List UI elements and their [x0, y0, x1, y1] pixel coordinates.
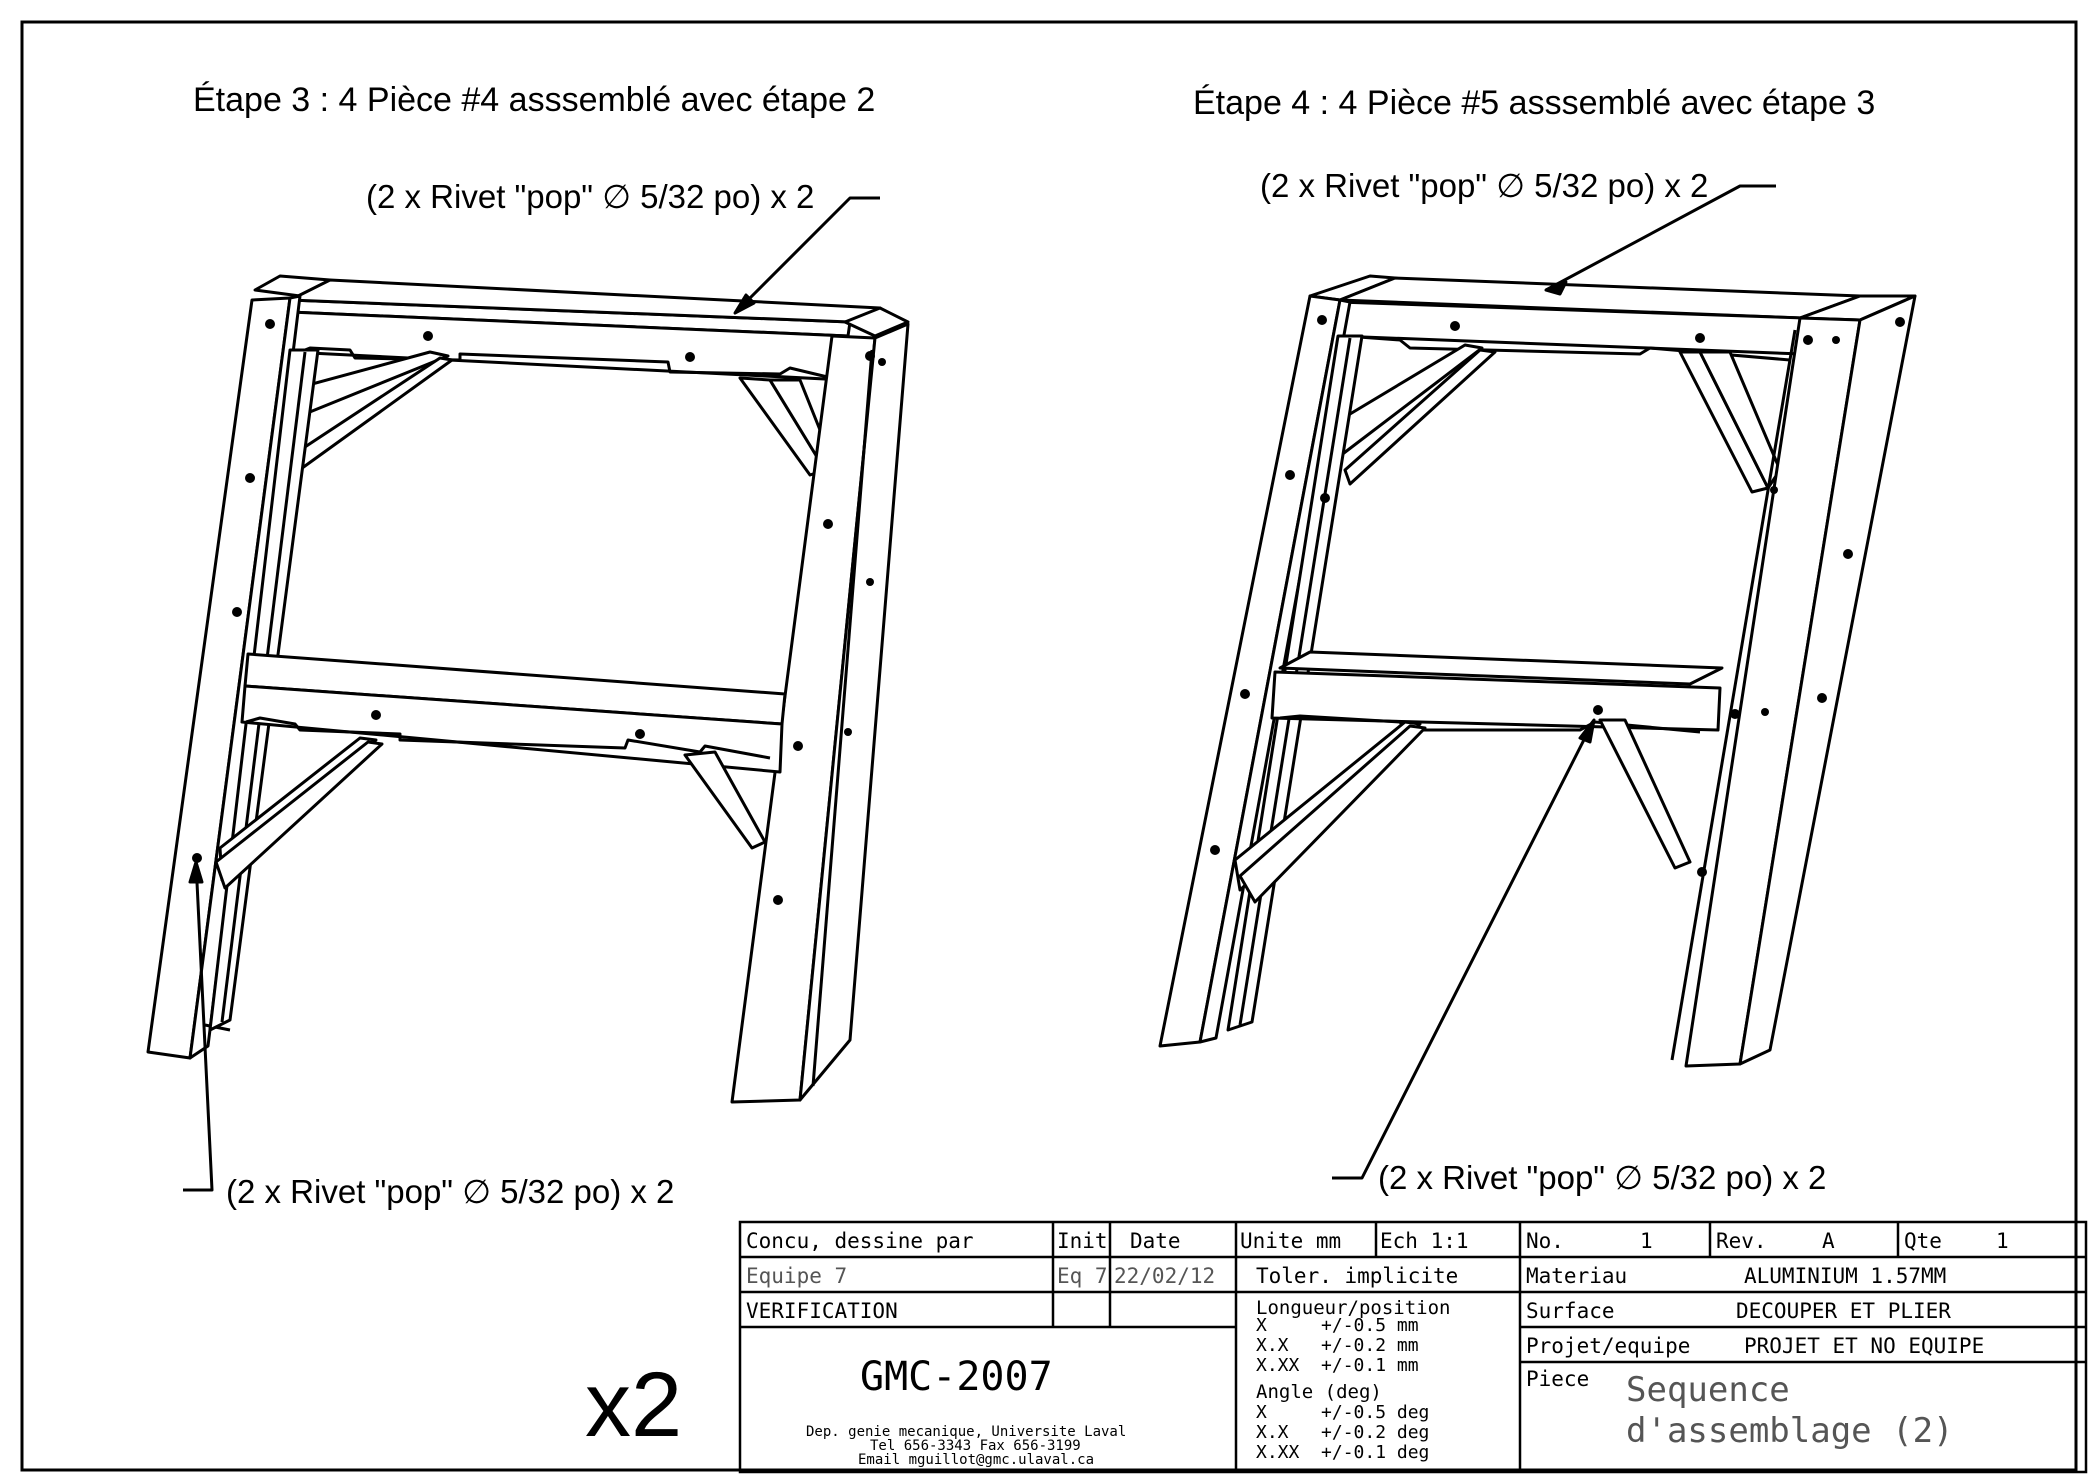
sheet-border	[20, 20, 2078, 1472]
init-value: Eq 7	[1057, 1264, 1108, 1288]
rev-label: Rev.	[1716, 1229, 1767, 1253]
tolerance-label: Toler. implicite	[1256, 1264, 1458, 1288]
length-tol-3: X.XX +/-0.1 mm	[1256, 1355, 1419, 1376]
angle-tol-2: X.X +/-0.2 deg	[1256, 1422, 1429, 1443]
scale-label: Ech 1:1	[1380, 1229, 1469, 1253]
step3-view	[146, 196, 910, 1192]
piece-name-line2: d'assemblage (2)	[1626, 1411, 1954, 1451]
qty-value: 1	[1996, 1229, 2009, 1253]
surface-label: Surface	[1526, 1299, 1615, 1323]
multiplier-label: x2	[585, 1354, 682, 1456]
angle-tol-1: X +/-0.5 deg	[1256, 1402, 1429, 1423]
step3-callout-top: (2 x Rivet "pop" ∅ 5/32 po) x 2	[366, 178, 814, 215]
piece-name-line1: Sequence	[1626, 1370, 1790, 1410]
dept-line2: Tel 656-3343 Fax 656-3199	[870, 1438, 1081, 1454]
angle-tol-3: X.XX +/-0.1 deg	[1256, 1442, 1429, 1463]
date-value: 22/02/12	[1114, 1264, 1215, 1288]
dept-line3: Email mguillot@gmc.ulaval.ca	[858, 1452, 1094, 1468]
project-value: PROJET ET NO EQUIPE	[1744, 1334, 1984, 1358]
length-tol-1: X +/-0.5 mm	[1256, 1315, 1419, 1336]
team-value: Equipe 7	[746, 1264, 847, 1288]
rev-value: A	[1822, 1229, 1835, 1253]
unit-label: Unite mm	[1240, 1229, 1341, 1253]
material-value: ALUMINIUM 1.57MM	[1744, 1264, 1946, 1288]
designed-by-label: Concu, dessine par	[746, 1229, 974, 1253]
no-value: 1	[1640, 1229, 1653, 1253]
title-block	[738, 1220, 2088, 1474]
length-tol-2: X.X +/-0.2 mm	[1256, 1335, 1419, 1356]
material-label: Materiau	[1526, 1264, 1627, 1288]
dept-line1: Dep. genie mecanique, Universite Laval	[806, 1424, 1126, 1440]
piece-label: Piece	[1526, 1367, 1589, 1391]
step4-title: Étape 4 : 4 Pièce #5 asssemblé avec étap…	[1193, 84, 1875, 122]
verification-label: VERIFICATION	[746, 1299, 898, 1323]
step4-callout-top: (2 x Rivet "pop" ∅ 5/32 po) x 2	[1260, 167, 1708, 204]
project-label: Projet/equipe	[1526, 1334, 1690, 1358]
drawing-number: GMC-2007	[860, 1354, 1053, 1400]
no-label: No.	[1526, 1229, 1564, 1253]
step4-view	[1158, 184, 1917, 1180]
step3-title: Étape 3 : 4 Pièce #4 asssemblé avec étap…	[193, 81, 875, 119]
step4-callout-bottom: (2 x Rivet "pop" ∅ 5/32 po) x 2	[1378, 1159, 1826, 1196]
step3-callout-bottom: (2 x Rivet "pop" ∅ 5/32 po) x 2	[226, 1173, 674, 1210]
angle-header: Angle (deg)	[1256, 1381, 1382, 1403]
surface-value: DECOUPER ET PLIER	[1736, 1299, 1951, 1323]
title-block-text: Concu, dessine par Init Date Equipe 7 Eq…	[746, 1229, 2009, 1468]
init-label: Init	[1057, 1229, 1108, 1253]
length-header: Longueur/position	[1256, 1297, 1450, 1319]
qty-label: Qte	[1904, 1229, 1942, 1253]
date-label: Date	[1130, 1229, 1181, 1253]
